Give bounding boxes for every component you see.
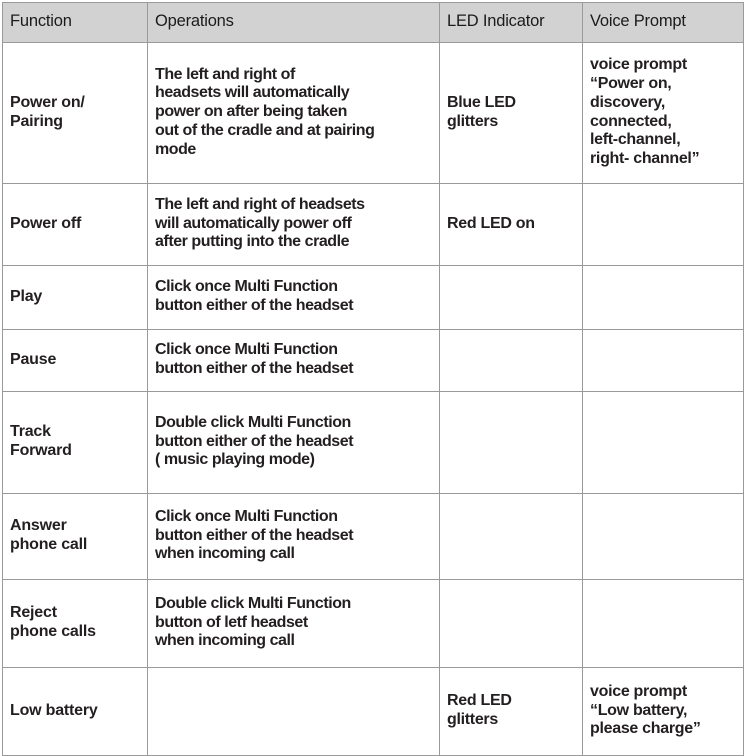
table-row: Track Forward Double click Multi Functio… [2, 391, 744, 494]
cell-led-indicator: Red LED on [439, 183, 583, 266]
cell-text: Power off [10, 214, 82, 232]
cell-voice-prompt [582, 391, 744, 494]
cell-operations [147, 667, 440, 756]
cell-voice-prompt [582, 265, 744, 330]
table-header: Function Operations LED Indicator Voice … [2, 2, 744, 43]
cell-text: Reject phone calls [10, 604, 96, 640]
table-row: Answer phone call Click once Multi Funct… [2, 493, 744, 580]
table-row: Reject phone calls Double click Multi Fu… [2, 579, 744, 668]
cell-function: Low battery [2, 667, 148, 756]
cell-led-indicator: Red LED glitters [439, 667, 583, 756]
cell-text: Click once Multi Function button either … [155, 278, 354, 314]
cell-voice-prompt: voice prompt “Low battery, please charge… [582, 667, 744, 756]
cell-function: Reject phone calls [2, 579, 148, 668]
column-header-function: Function [2, 2, 148, 43]
cell-text: Blue LED glitters [447, 93, 516, 130]
table-row: Power off The left and right of headsets… [2, 183, 744, 266]
cell-text: voice prompt “Power on, discovery, conne… [590, 56, 700, 167]
cell-text: voice prompt “Low battery, please charge… [590, 682, 701, 738]
cell-text: Track Forward [10, 423, 72, 459]
cell-voice-prompt [582, 183, 744, 266]
cell-text: Click once Multi Function button either … [155, 507, 354, 563]
table-row: Power on/ Pairing The left and right of … [2, 42, 744, 184]
cell-function: Answer phone call [2, 493, 148, 580]
cell-operations: The left and right of headsets will auto… [147, 42, 440, 184]
table-row: Pause Click once Multi Function button e… [2, 329, 744, 392]
cell-text: Low battery [10, 701, 98, 719]
cell-function: Pause [2, 329, 148, 392]
table-row: Play Click once Multi Function button ei… [2, 265, 744, 330]
column-header-voice-prompt: Voice Prompt [582, 2, 744, 43]
cell-operations: Click once Multi Function button either … [147, 493, 440, 580]
cell-voice-prompt: voice prompt “Power on, discovery, conne… [582, 42, 744, 184]
cell-led-indicator [439, 329, 583, 392]
cell-function: Track Forward [2, 391, 148, 494]
cell-led-indicator [439, 265, 583, 330]
cell-voice-prompt [582, 329, 744, 392]
cell-operations: Click once Multi Function button either … [147, 329, 440, 392]
cell-led-indicator: Blue LED glitters [439, 42, 583, 184]
table-header-row: Function Operations LED Indicator Voice … [2, 2, 744, 43]
table-row: Low battery Red LED glitters voice promp… [2, 667, 744, 756]
cell-text: Red LED glitters [447, 692, 512, 728]
cell-operations: The left and right of headsets will auto… [147, 183, 440, 266]
cell-voice-prompt [582, 493, 744, 580]
column-header-operations: Operations [147, 2, 440, 43]
cell-led-indicator [439, 493, 583, 580]
cell-led-indicator [439, 579, 583, 668]
cell-led-indicator [439, 391, 583, 494]
cell-text: The left and right of headsets will auto… [155, 195, 365, 251]
cell-voice-prompt [582, 579, 744, 668]
cell-text: Double click Multi Function button of le… [155, 594, 351, 650]
cell-operations: Click once Multi Function button either … [147, 265, 440, 330]
cell-function: Power on/ Pairing [2, 42, 148, 184]
cell-text: Red LED on [447, 214, 535, 232]
table-body: Power on/ Pairing The left and right of … [2, 42, 744, 756]
cell-text: Play [10, 287, 43, 305]
cell-operations: Double click Multi Function button eithe… [147, 391, 440, 494]
cell-text: Power on/ Pairing [10, 93, 85, 130]
cell-text: Double click Multi Function button eithe… [155, 413, 354, 469]
cell-text: Click once Multi Function button either … [155, 341, 354, 377]
cell-text: Pause [10, 350, 57, 368]
cell-function: Play [2, 265, 148, 330]
cell-text: Answer phone call [10, 517, 88, 553]
column-header-led-indicator: LED Indicator [439, 2, 583, 43]
cell-operations: Double click Multi Function button of le… [147, 579, 440, 668]
cell-function: Power off [2, 183, 148, 266]
cell-text: The left and right of headsets will auto… [155, 65, 375, 158]
